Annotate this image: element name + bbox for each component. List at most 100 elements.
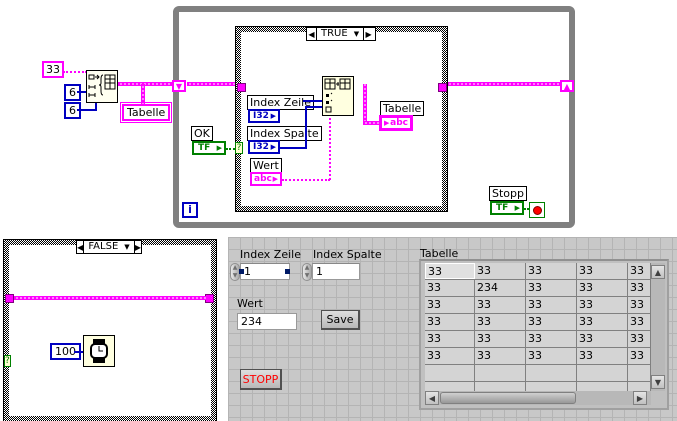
- index-col-wire-h: [305, 106, 323, 108]
- table-cell[interactable]: 33: [526, 314, 577, 330]
- index-row-field[interactable]: 1: [239, 263, 290, 280]
- col-count-constant[interactable]: 6: [64, 102, 81, 119]
- table-cell[interactable]: 33: [425, 314, 475, 330]
- table-cell[interactable]: 33: [526, 297, 577, 313]
- table-indicator-tabelle[interactable]: Tabelle: [119, 102, 173, 123]
- table-cell[interactable]: 33: [425, 297, 475, 313]
- case-selector-true[interactable]: ◀ TRUE▼ ▶: [306, 27, 376, 41]
- replace-array-subset-node[interactable]: [322, 76, 354, 116]
- horizontal-scroll-thumb[interactable]: [440, 392, 576, 404]
- row-count-wire: [77, 91, 89, 93]
- table-cell[interactable]: 33: [475, 348, 526, 364]
- scroll-up-icon[interactable]: ▲: [651, 265, 665, 279]
- table-wire-branch: [141, 84, 145, 106]
- index-row-terminal[interactable]: I32▶: [248, 109, 280, 123]
- table-cell[interactable]: 33: [577, 280, 628, 296]
- stop-wire: [524, 208, 532, 210]
- case-false-tunnel-right: [205, 294, 214, 303]
- case-selector-false[interactable]: ◀ FALSE▼ ▶: [76, 240, 142, 254]
- table-cell[interactable]: 33: [475, 314, 526, 330]
- stop-sign-icon: [532, 205, 542, 215]
- index-col-spinner[interactable]: ▲▼: [302, 262, 312, 281]
- table-cell[interactable]: 33: [628, 314, 651, 330]
- index-col-terminal[interactable]: I32▶: [248, 140, 280, 154]
- selection-marker-icon: [285, 269, 290, 274]
- decrement-icon[interactable]: ▼: [304, 272, 310, 279]
- index-col-control[interactable]: ▲▼ 1: [302, 262, 360, 281]
- shift-register-left[interactable]: ▼: [172, 80, 186, 92]
- table-cell[interactable]: [577, 365, 628, 381]
- case-structure-false[interactable]: [3, 239, 217, 421]
- table-cell[interactable]: 33: [577, 348, 628, 364]
- table-cell[interactable]: [475, 365, 526, 381]
- table-label-inner: Tabelle: [380, 101, 425, 116]
- scroll-right-icon[interactable]: ▶: [633, 391, 647, 405]
- table-cell[interactable]: 33: [577, 263, 628, 279]
- table-cell[interactable]: 33: [425, 331, 475, 347]
- vertical-scrollbar[interactable]: ▲ ▼: [651, 263, 665, 391]
- table-cell[interactable]: 33: [577, 297, 628, 313]
- increment-case-icon[interactable]: ▶: [134, 242, 141, 252]
- value-input[interactable]: 234: [237, 313, 297, 330]
- table-indicator-terminal[interactable]: ▶abc: [379, 115, 413, 131]
- table-cell[interactable]: [526, 365, 577, 381]
- loop-condition-terminal[interactable]: [529, 202, 545, 218]
- table-cell[interactable]: 33: [425, 280, 475, 296]
- decrement-case-icon[interactable]: ◀: [77, 242, 84, 252]
- table-cell[interactable]: 33: [425, 263, 475, 279]
- increment-icon[interactable]: ▲: [304, 264, 310, 271]
- index-col-label: Index Spalte: [247, 126, 322, 141]
- decrement-case-icon[interactable]: ◀: [308, 29, 315, 39]
- table-cell[interactable]: [628, 365, 651, 381]
- increment-case-icon[interactable]: ▶: [365, 29, 372, 39]
- stop-label: Stopp: [489, 186, 527, 201]
- chevron-down-icon[interactable]: ▼: [353, 30, 360, 38]
- table-cell[interactable]: 33: [628, 348, 651, 364]
- string-constant-33[interactable]: 33: [42, 61, 64, 78]
- table-cell[interactable]: 33: [577, 331, 628, 347]
- table-cell[interactable]: 33: [628, 331, 651, 347]
- table-cell[interactable]: 33: [628, 263, 651, 279]
- initialize-array-node[interactable]: [86, 70, 118, 103]
- value-terminal[interactable]: abc▶: [250, 172, 282, 186]
- table-cell[interactable]: 33: [628, 297, 651, 313]
- wait-ms-constant[interactable]: 100: [50, 343, 81, 360]
- scroll-left-icon[interactable]: ◀: [425, 391, 439, 405]
- table-cell[interactable]: 33: [526, 280, 577, 296]
- decrement-icon[interactable]: ▼: [232, 272, 238, 279]
- table-cell[interactable]: [425, 365, 475, 381]
- stop-terminal[interactable]: TF▶: [490, 201, 524, 215]
- table-cell[interactable]: 33: [526, 263, 577, 279]
- table-cell[interactable]: 33: [425, 348, 475, 364]
- save-button[interactable]: Save: [321, 310, 360, 330]
- table-cell[interactable]: 33: [475, 263, 526, 279]
- ok-terminal[interactable]: TF▶: [192, 141, 226, 155]
- index-row-control[interactable]: ▲▼ 1: [230, 262, 290, 281]
- table-cell[interactable]: 33: [628, 280, 651, 296]
- index-col-wire: [280, 147, 306, 149]
- table-cell[interactable]: 234: [475, 280, 526, 296]
- value-label: Wert: [250, 158, 282, 173]
- table-cell[interactable]: 33: [577, 314, 628, 330]
- table-cell[interactable]: 33: [475, 331, 526, 347]
- table-cell[interactable]: 33: [526, 348, 577, 364]
- index-row-label: Index Zeile: [247, 95, 314, 110]
- value-wire: [282, 179, 330, 181]
- horizontal-scrollbar[interactable]: ◀ ▶: [425, 391, 651, 405]
- increment-icon[interactable]: ▲: [232, 264, 238, 271]
- table-cell[interactable]: 33: [526, 331, 577, 347]
- shift-register-right[interactable]: ▲: [560, 80, 574, 92]
- index-col-field[interactable]: 1: [312, 263, 360, 280]
- table-cell[interactable]: 33: [475, 297, 526, 313]
- while-loop[interactable]: [173, 6, 575, 228]
- stop-button[interactable]: STOPP: [240, 369, 282, 390]
- chevron-down-icon[interactable]: ▼: [124, 243, 130, 251]
- scroll-down-icon[interactable]: ▼: [651, 375, 665, 389]
- table-wire-down: [363, 84, 367, 124]
- wait-ms-node[interactable]: [83, 335, 115, 367]
